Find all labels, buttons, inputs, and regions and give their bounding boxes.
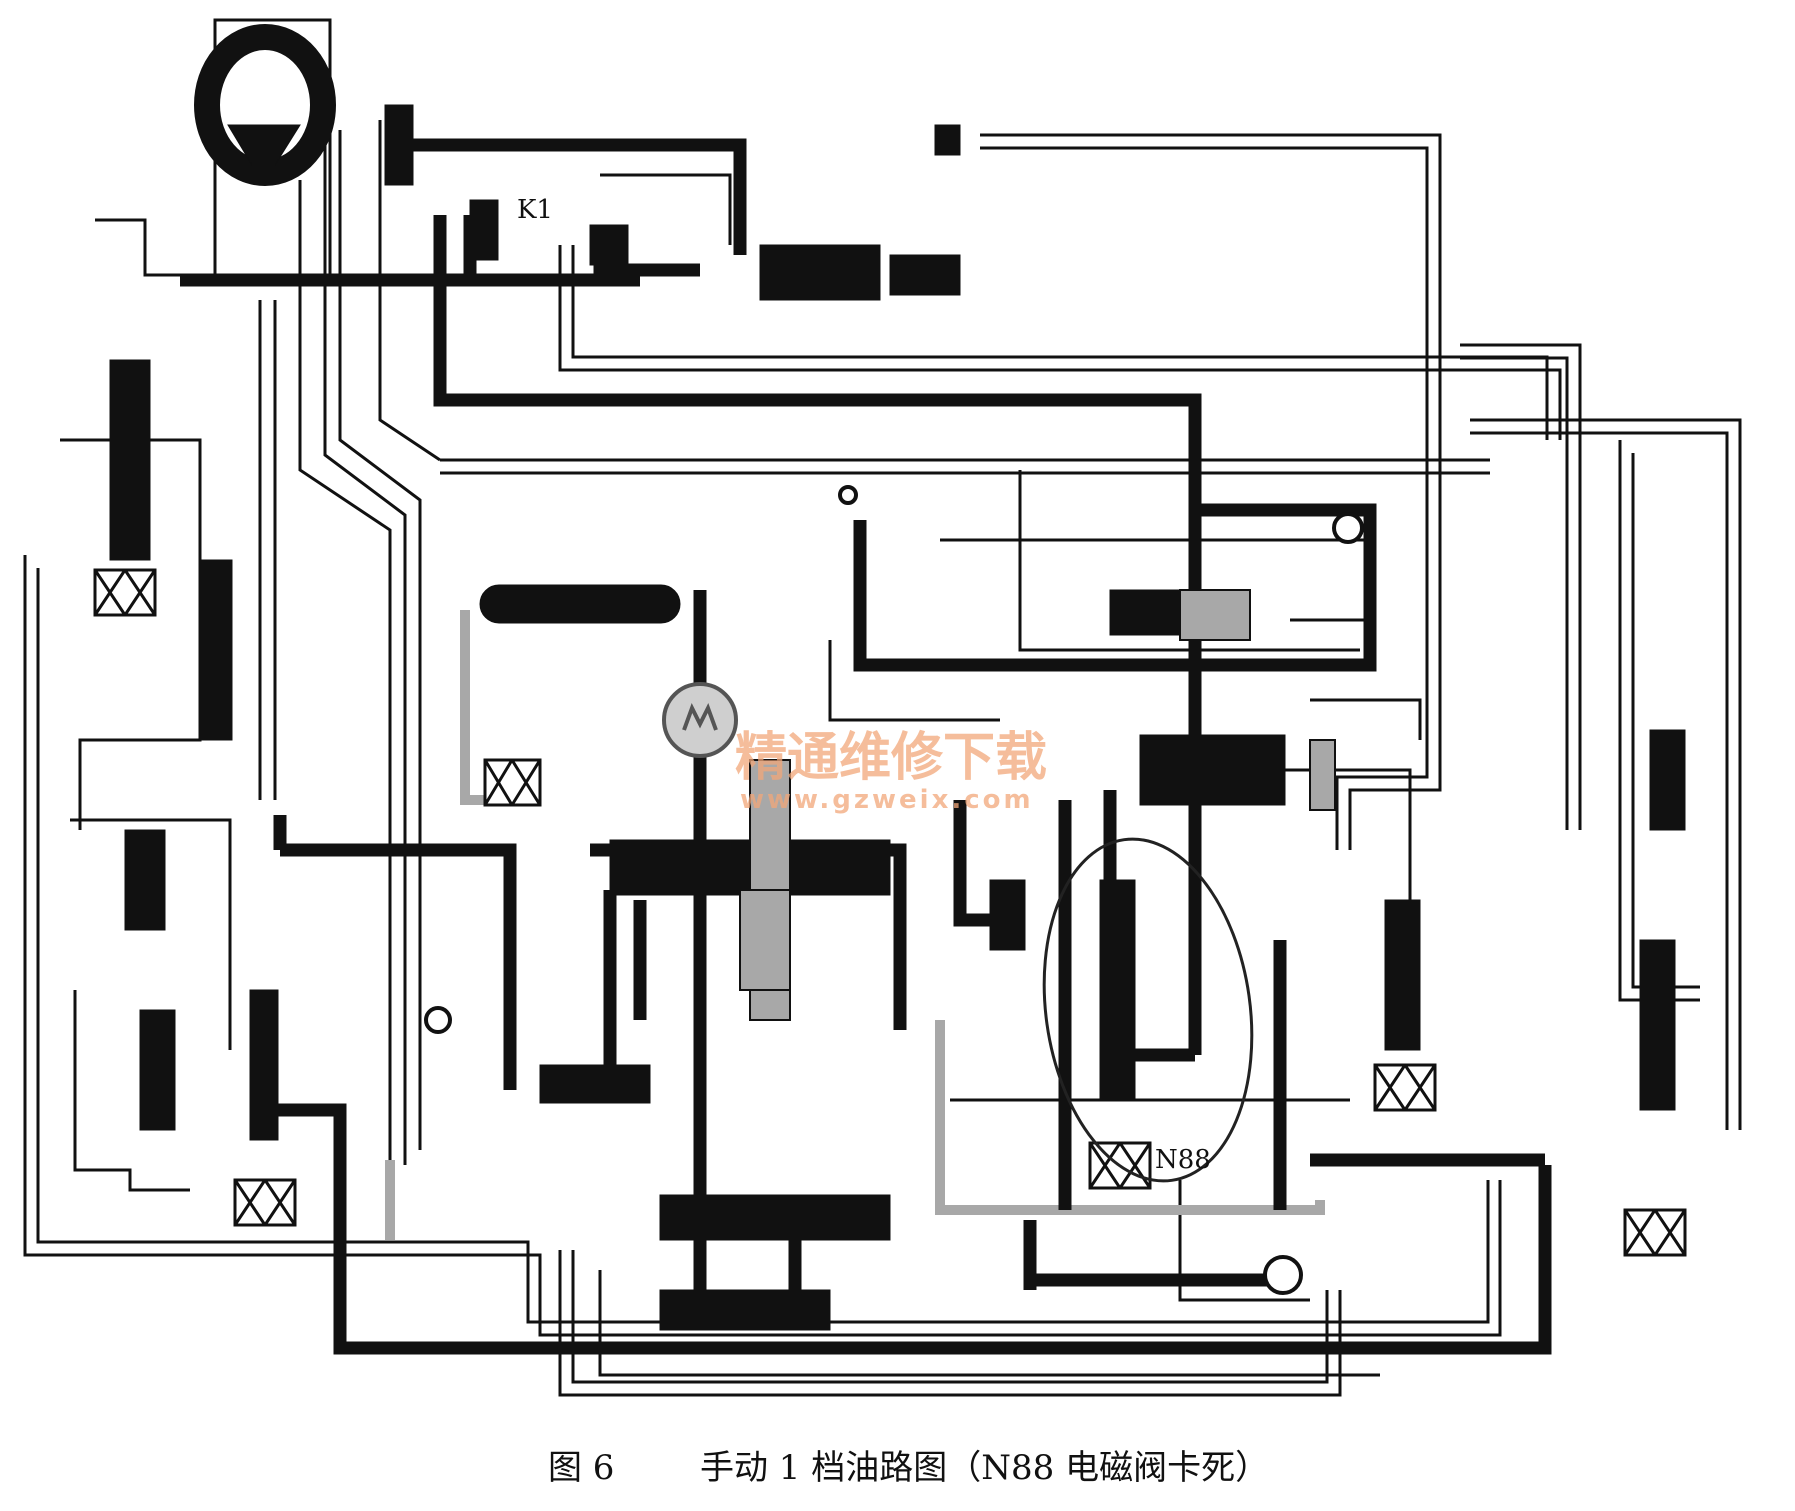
left-upper-spool <box>109 359 151 561</box>
valves <box>109 24 1686 1331</box>
solenoid-1 <box>93 568 157 617</box>
left-bottom-spool <box>139 1009 176 1131</box>
pressure-regulator-valve <box>759 244 881 301</box>
right-mid-valve <box>1139 734 1286 806</box>
grey-right-end <box>1309 739 1336 811</box>
check-valve-left <box>424 1006 452 1034</box>
right-spool-1 <box>1384 899 1421 1051</box>
right-spool-3 <box>1639 939 1676 1111</box>
figure-caption: 图 6 手动 1 档油路图（N88 电磁阀卡死） <box>0 1440 1795 1490</box>
watermark-text: 精通维修下载 <box>735 728 1047 788</box>
n88-label: N88 <box>1155 1145 1211 1175</box>
figure-number: 图 6 <box>548 1448 615 1488</box>
grey-right-block <box>1179 589 1251 641</box>
upper-spool-valve <box>384 104 414 186</box>
centre-top-spool <box>479 584 681 624</box>
top-right-valve <box>934 124 961 156</box>
k1-valve <box>469 199 499 261</box>
clutch-ring-valve <box>194 24 336 186</box>
pressure-regulator-end <box>889 254 961 296</box>
check-valves <box>424 485 1364 1295</box>
solenoid-3 <box>233 1178 297 1227</box>
k1-label: K1 <box>517 195 553 225</box>
left-bottom-spool-2 <box>249 989 279 1141</box>
solenoid-2 <box>483 758 542 807</box>
upper-check-valve <box>589 224 629 266</box>
solenoid-6 <box>1623 1208 1687 1257</box>
bottom-spool-2 <box>659 1289 831 1331</box>
check-valve-bottom <box>1263 1255 1303 1295</box>
clutch-ring-valve-core <box>227 124 301 166</box>
grey-valve-parts <box>739 589 1336 1021</box>
centre-bottom-spool <box>539 1064 651 1104</box>
left-mid-spool <box>199 559 233 741</box>
solenoid-valves <box>93 568 1687 1257</box>
figure-title: 手动 1 档油路图（N88 电磁阀卡死） <box>700 1448 1270 1488</box>
solenoid-5 <box>1373 1063 1437 1112</box>
grey-piston-body <box>739 889 791 991</box>
accumulator <box>662 682 738 758</box>
watermark-url: www.gzweix.com <box>740 785 1034 815</box>
thin-oil-lines <box>23 18 1742 1397</box>
check-valve-top-right <box>1332 512 1364 544</box>
right-spool-2 <box>1649 729 1686 831</box>
bottom-spool-1 <box>659 1194 891 1241</box>
n88-valve-spool <box>1099 879 1136 1101</box>
left-lower-spool <box>124 829 166 931</box>
n88-highlight-ellipse <box>1042 837 1254 1183</box>
right-small-valve <box>989 879 1026 951</box>
check-valve-mid <box>838 485 858 505</box>
